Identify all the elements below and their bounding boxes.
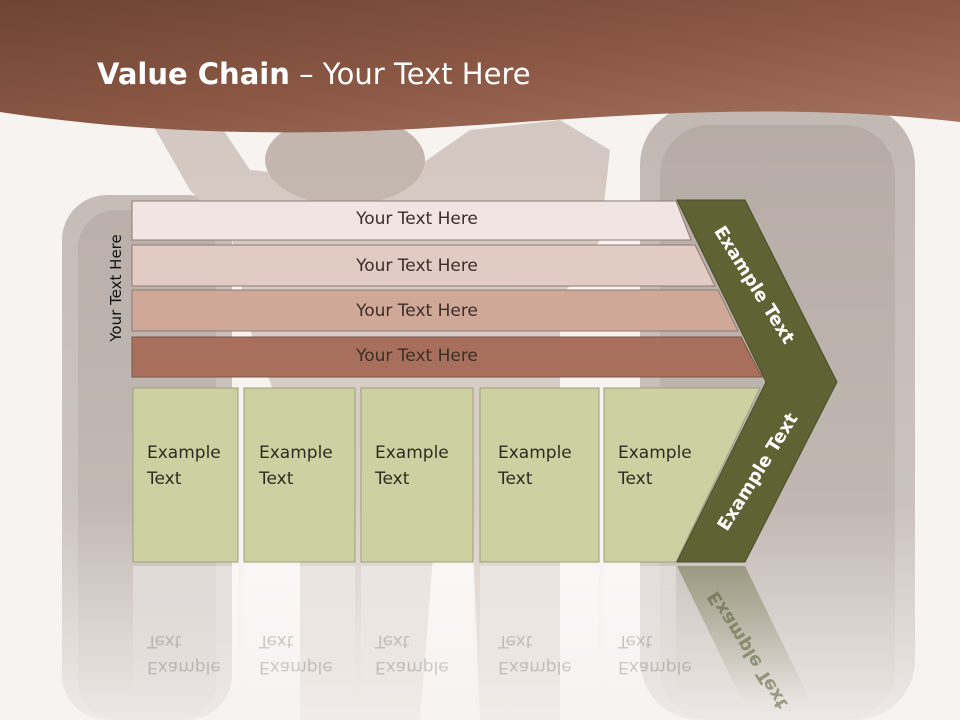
box-5-reflection <box>604 566 676 700</box>
box-1-label-reflection: Example Text <box>147 631 221 677</box>
box-5[interactable] <box>603 387 761 563</box>
box-1[interactable] <box>132 387 239 563</box>
chevron-reflection <box>677 566 810 700</box>
box-3[interactable] <box>360 387 474 563</box>
bar-2-label: Your Text Here <box>356 256 478 276</box>
box-4[interactable] <box>479 387 600 563</box>
box-3-label: Example Text <box>375 443 449 489</box>
box-2-label-reflection: Example Text <box>259 631 333 677</box>
title-rest: – Your Text Here <box>289 57 531 91</box>
bar-4[interactable] <box>131 336 763 378</box>
box-3-label-reflection: Example Text <box>375 631 449 677</box>
slide-title: Value Chain – Your Text Here <box>97 52 531 96</box>
box-5-label: Example Text <box>618 443 692 489</box>
box-4-label-reflection: Example Text <box>498 631 572 677</box>
bar-3-label: Your Text Here <box>356 301 478 321</box>
box-4-reflection <box>480 566 599 700</box>
bar-1-label: Your Text Here <box>356 209 478 229</box>
title-bold: Value Chain <box>97 57 290 91</box>
bar-2[interactable] <box>131 244 716 287</box>
box-1-reflection <box>133 566 238 700</box>
box-4-label: Example Text <box>498 443 572 489</box>
box-5-label-reflection: Example Text <box>618 631 692 677</box>
box-3-reflection <box>361 566 473 700</box>
bar-4-label: Your Text Here <box>356 346 478 366</box>
header-band <box>0 0 960 133</box>
side-label-text: Your Text Here <box>107 234 125 342</box>
box-2-reflection <box>244 566 355 700</box>
bar-1[interactable] <box>131 200 692 241</box>
box-2-label: Example Text <box>259 443 333 489</box>
chevron-arrow[interactable] <box>676 199 838 563</box>
bar-3[interactable] <box>131 289 739 332</box>
box-1-label: Example Text <box>147 443 221 489</box>
box-2[interactable] <box>243 387 356 563</box>
